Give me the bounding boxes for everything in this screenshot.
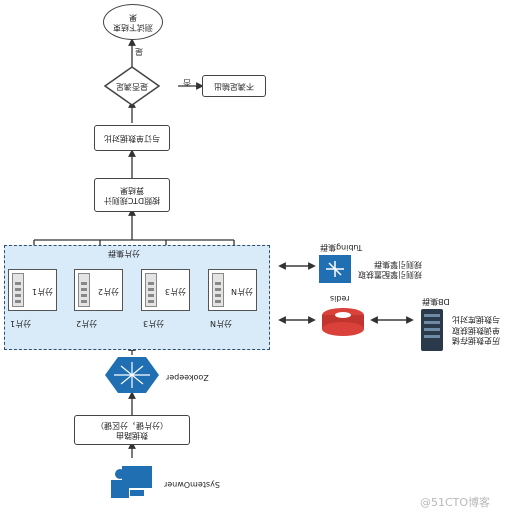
compare-node: 与订单数据对比	[94, 125, 170, 151]
system-owner-label: SystemOwner	[164, 480, 220, 489]
shard-label: 分片3	[143, 319, 165, 328]
db-label: DB集群	[422, 297, 450, 306]
shard-name: 分片2	[97, 287, 119, 296]
shard-name: 分片N	[231, 287, 253, 296]
zookeeper-label: Zookeeper	[166, 373, 209, 382]
route-node: 数据路由 （分片键，分区键）	[74, 415, 190, 445]
tubing-label: Tubing集群	[320, 243, 363, 252]
system-owner-icon	[108, 460, 158, 502]
redis-icon	[320, 306, 366, 338]
shard-label: 分片2	[76, 319, 98, 328]
no-label: 否	[183, 78, 191, 87]
db-description: 历史数据存储 单调数据获取 与数据库对比	[452, 315, 500, 346]
watermark: @51CTO博客	[420, 496, 491, 509]
db-icon	[420, 308, 444, 352]
output-node: 不满足输出	[202, 75, 266, 97]
end-node: 测试下结束 果	[103, 4, 163, 40]
redis-label: redis	[330, 294, 350, 303]
server-icon	[78, 273, 90, 307]
yes-label: 是	[135, 47, 143, 56]
server-icon	[145, 273, 157, 307]
decision-diamond	[104, 66, 160, 106]
zookeeper-icon	[104, 356, 160, 394]
decision-node: 是否满足	[104, 66, 160, 106]
shard-name: 分片1	[31, 287, 53, 296]
shard-label: 分片N	[210, 319, 232, 328]
shard-node: 分片N	[208, 269, 257, 311]
cluster-label: 分片集群	[108, 249, 140, 258]
rule-engine-icon	[318, 254, 352, 284]
compute-node: 按照DTC规则计 算结果	[94, 178, 170, 212]
shard-node: 分片2	[74, 269, 123, 311]
shard-name: 分片3	[164, 287, 186, 296]
shard-node: 分片1	[8, 269, 57, 311]
shard-label: 分片1	[10, 319, 32, 328]
shard-node: 分片3	[141, 269, 190, 311]
rule-engine-label: 规则引擎配置获取 规则引擎集群	[358, 259, 422, 279]
decision-text: 是否满足	[116, 82, 148, 91]
server-icon	[212, 273, 224, 307]
server-icon	[12, 273, 24, 307]
